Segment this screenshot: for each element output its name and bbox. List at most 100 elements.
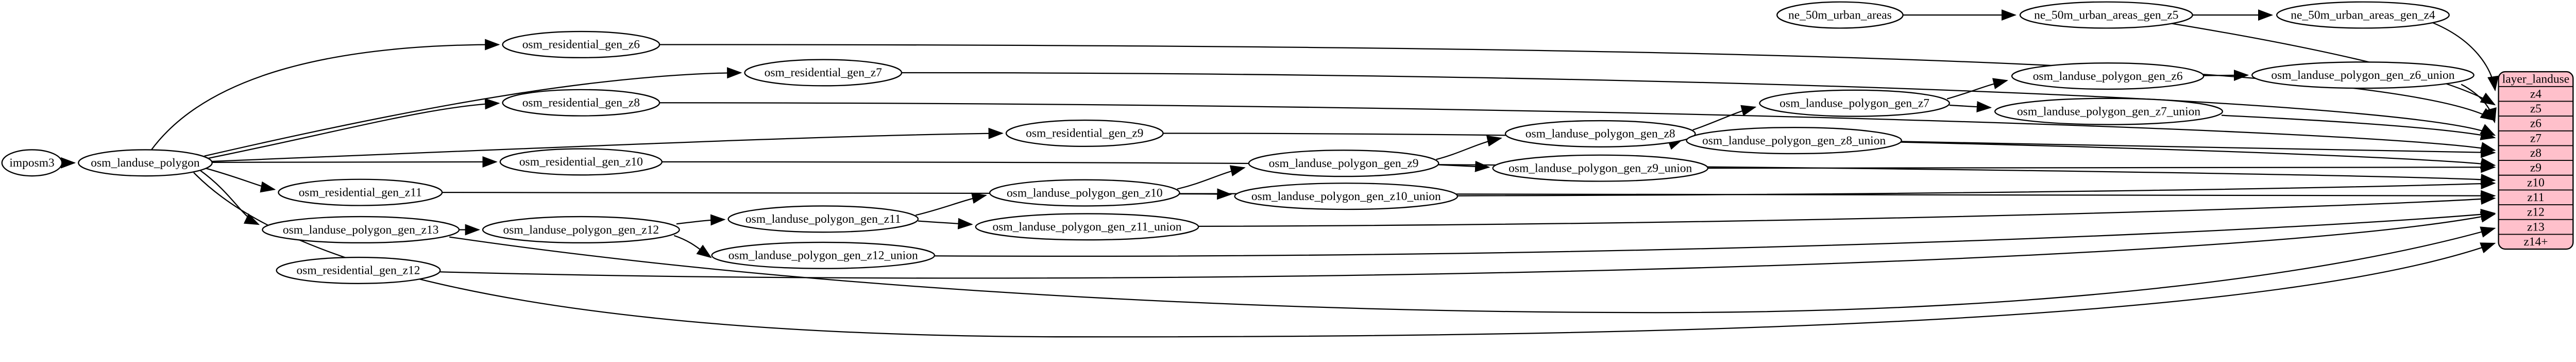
edge-osm_residential_gen_z7-to-layer-z7 [902, 72, 2496, 136]
edge-osm_landuse_polygon_gen_z12-to-osm_landuse_polygon_gen_z12_union [673, 235, 712, 258]
node-ellipse-osm_landuse_polygon_gen_z8 [1504, 120, 1696, 147]
node-osm_residential_gen_z12: osm_residential_gen_z12 [276, 256, 441, 284]
node-ellipse-osm_landuse_polygon_gen_z12 [482, 216, 680, 244]
layer-row-z4: z4 [2530, 87, 2541, 101]
node-osm_residential_gen_z8: osm_residential_gen_z8 [502, 89, 660, 117]
node-ellipse-osm_landuse_polygon_gen_z12_union [711, 241, 936, 269]
node-label-osm_residential_gen_z12: osm_residential_gen_z12 [297, 264, 420, 277]
node-label-ne_50m_urban_areas: ne_50m_urban_areas [1788, 8, 1892, 22]
layer-row-z12: z12 [2527, 206, 2545, 219]
node-ellipse-osm_residential_gen_z8 [502, 89, 660, 117]
node-ellipse-osm_landuse_polygon_gen_z11 [727, 205, 919, 233]
node-label-osm_residential_gen_z9: osm_residential_gen_z9 [1026, 127, 1143, 140]
node-osm_landuse_polygon_gen_z7: osm_landuse_polygon_gen_z7 [1759, 89, 1950, 117]
node-label-osm_landuse_polygon_gen_z10_union: osm_landuse_polygon_gen_z10_union [1251, 190, 1441, 203]
node-label-imposm3: imposm3 [9, 156, 54, 170]
node-osm_residential_gen_z7: osm_residential_gen_z7 [744, 59, 903, 87]
node-ellipse-osm_residential_gen_z6 [502, 30, 660, 59]
edge-osm_landuse_polygon-to-osm_landuse_polygon_gen_z13 [200, 170, 260, 225]
edge-osm_landuse_polygon_gen_z9-to-osm_landuse_polygon_gen_z8 [1436, 135, 1502, 160]
node-osm_landuse_polygon_gen_z8_union: osm_landuse_polygon_gen_z8_union [1686, 127, 1902, 155]
layer-row-z11: z11 [2527, 191, 2544, 204]
edge-osm_landuse_polygon-to-osm_residential_gen_z8 [207, 98, 500, 159]
node-osm_landuse_polygon_gen_z13: osm_landuse_polygon_gen_z13 [262, 216, 460, 244]
node-label-osm_landuse_polygon_gen_z7_union: osm_landuse_polygon_gen_z7_union [2017, 105, 2200, 118]
node-label-ne_50m_urban_areas_gen_z4: ne_50m_urban_areas_gen_z4 [2291, 8, 2435, 22]
edge-osm_residential_gen_z8-to-layer-z8 [659, 102, 2496, 153]
node-osm_landuse_polygon_gen_z6_union: osm_landuse_polygon_gen_z6_union [2251, 61, 2475, 89]
node-label-osm_landuse_polygon_gen_z9_union: osm_landuse_polygon_gen_z9_union [1509, 161, 1692, 175]
node-label-osm_residential_gen_z8: osm_residential_gen_z8 [522, 96, 640, 110]
node-osm_landuse_polygon_gen_z9_union: osm_landuse_polygon_gen_z9_union [1492, 154, 1709, 182]
edge-osm_landuse_polygon_gen_z12_union-to-layer-z12 [934, 208, 2496, 257]
edge-osm_landuse_polygon-to-osm_residential_gen_z7 [204, 67, 742, 157]
edge-ne_50m_urban_areas_gen_z4-to-layer-z4 [2431, 22, 2499, 92]
node-label-osm_landuse_polygon_gen_z6_union: osm_landuse_polygon_gen_z6_union [2271, 69, 2454, 82]
edge-osm_landuse_polygon_gen_z8_union-to-layer-z8 [1901, 141, 2496, 158]
node-ellipse-osm_landuse_polygon [78, 149, 213, 177]
node-ellipse-osm_landuse_polygon_gen_z9_union [1492, 154, 1709, 182]
layer-landuse-table: layer_landusez4z5z6z7z8z9z10z11z12z13z14… [2498, 71, 2574, 250]
edge-osm_landuse_polygon-to-osm_residential_gen_z6 [150, 39, 500, 151]
node-osm_residential_gen_z6: osm_residential_gen_z6 [502, 30, 660, 59]
node-label-osm_residential_gen_z11: osm_residential_gen_z11 [299, 186, 422, 199]
node-ellipse-osm_landuse_polygon_gen_z7_union [1994, 97, 2224, 125]
edge-osm_landuse_polygon_gen_z8-to-osm_landuse_polygon_gen_z7 [1692, 105, 1757, 130]
node-ellipse-osm_landuse_polygon_gen_z10 [989, 179, 1180, 207]
layer-landuse-title: layer_landuse [2502, 73, 2569, 86]
node-ne_50m_urban_areas_gen_z4: ne_50m_urban_areas_gen_z4 [2276, 1, 2450, 29]
node-label-ne_50m_urban_areas_gen_z5: ne_50m_urban_areas_gen_z5 [2034, 8, 2178, 22]
node-label-osm_landuse_polygon_gen_z9: osm_landuse_polygon_gen_z9 [1269, 157, 1419, 170]
node-osm_landuse_polygon_gen_z7_union: osm_landuse_polygon_gen_z7_union [1994, 97, 2224, 125]
node-ellipse-osm_residential_gen_z10 [499, 148, 663, 176]
edge-osm_landuse_polygon_gen_z12-to-osm_landuse_polygon_gen_z11 [676, 214, 726, 226]
edge-osm_residential_gen_z6-to-layer-z6 [659, 44, 2496, 121]
node-ellipse-osm_landuse_polygon_gen_z13 [262, 216, 460, 244]
node-ellipse-osm_residential_gen_z11 [278, 178, 443, 206]
edge-osm_landuse_polygon_gen_z11-to-osm_landuse_polygon_gen_z11_union [918, 218, 973, 229]
edge-osm_residential_gen_z9-to-layer-z9 [1163, 133, 2496, 169]
node-label-osm_landuse_polygon_gen_z10: osm_landuse_polygon_gen_z10 [1007, 186, 1163, 200]
edge-osm_landuse_polygon_gen_z11-to-osm_landuse_polygon_gen_z10 [916, 192, 987, 216]
node-label-osm_landuse_polygon: osm_landuse_polygon [91, 156, 200, 170]
node-label-osm_residential_gen_z10: osm_residential_gen_z10 [519, 155, 643, 169]
layer-row-z9: z9 [2530, 161, 2541, 175]
layer-row-z10: z10 [2527, 176, 2545, 189]
node-osm_landuse_polygon_gen_z9: osm_landuse_polygon_gen_z9 [1248, 150, 1439, 177]
node-osm_residential_gen_z9: osm_residential_gen_z9 [1005, 119, 1164, 147]
node-ellipse-osm_landuse_polygon_gen_z7 [1759, 89, 1950, 117]
layer-row-z14+: z14+ [2523, 235, 2548, 249]
node-osm_landuse_polygon_gen_z10: osm_landuse_polygon_gen_z10 [989, 179, 1180, 207]
node-label-osm_landuse_polygon_gen_z11: osm_landuse_polygon_gen_z11 [745, 212, 901, 226]
edge-osm_residential_gen_z12-to-layer-z12 [440, 211, 2496, 279]
node-osm_landuse_polygon_gen_z11: osm_landuse_polygon_gen_z11 [727, 205, 919, 233]
edge-osm_landuse_polygon_gen_z10_union-to-layer-z10 [1457, 178, 2496, 196]
node-osm_landuse_polygon_gen_z10_union: osm_landuse_polygon_gen_z10_union [1234, 183, 1459, 210]
node-osm_landuse_polygon_gen_z6: osm_landuse_polygon_gen_z6 [2011, 62, 2205, 90]
node-osm_landuse_polygon_gen_z12_union: osm_landuse_polygon_gen_z12_union [711, 241, 936, 269]
node-ne_50m_urban_areas_gen_z5: ne_50m_urban_areas_gen_z5 [2019, 1, 2193, 29]
layer-row-z13: z13 [2527, 220, 2545, 234]
node-label-osm_residential_gen_z7: osm_residential_gen_z7 [765, 66, 883, 79]
node-ellipse-osm_landuse_polygon_gen_z8_union [1686, 127, 1902, 155]
nodes-layer: imposm3 osm_landuse_polygon osm_residentia… [1, 1, 2475, 284]
node-ellipse-osm_landuse_polygon_gen_z9 [1248, 150, 1439, 177]
node-ne_50m_urban_areas: ne_50m_urban_areas [1776, 1, 1904, 29]
layer-row-z8: z8 [2530, 146, 2541, 160]
node-ellipse-osm_landuse_polygon_gen_z6 [2011, 62, 2205, 90]
edge-osm_residential_gen_z10-to-layer-z10 [662, 161, 2496, 185]
node-ellipse-imposm3 [1, 149, 63, 177]
etl-diagram: imposm3 osm_landuse_polygon osm_residentia… [1, 1, 2574, 338]
layer-row-z5: z5 [2530, 102, 2541, 116]
node-imposm3: imposm3 [1, 149, 63, 177]
node-ellipse-osm_residential_gen_z9 [1005, 119, 1164, 147]
node-label-osm_landuse_polygon_gen_z12: osm_landuse_polygon_gen_z12 [503, 223, 659, 237]
node-ellipse-osm_residential_gen_z12 [276, 256, 441, 284]
edge-osm_landuse_polygon_gen_z9_union-to-layer-z9 [1707, 161, 2496, 173]
edge-osm_landuse_polygon-to-osm_residential_gen_z9 [212, 127, 1004, 162]
edge-osm_landuse_polygon_gen_z7_union-to-layer-z7 [2221, 114, 2496, 140]
dependency-graph-canvas: imposm3 osm_landuse_polygon osm_residentia… [1, 1, 2574, 338]
layer-row-z7: z7 [2530, 131, 2541, 145]
edge-osm_landuse_polygon_gen_z10-to-osm_landuse_polygon_gen_z9 [1177, 165, 1246, 190]
edge-osm_landuse_polygon_gen_z6_union-to-layer-z6 [2461, 84, 2497, 124]
